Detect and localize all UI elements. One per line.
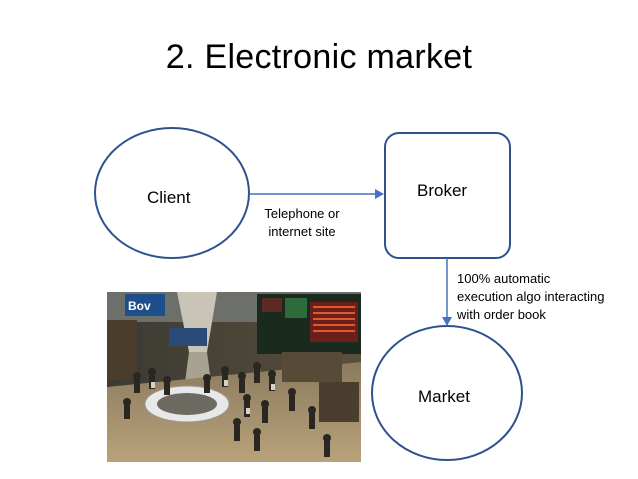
exchange-sign	[125, 294, 165, 316]
market-node	[371, 325, 523, 461]
exchange-sign-text: Bov	[128, 299, 151, 313]
edge-label-line: Telephone or	[264, 206, 340, 221]
edge-label-line: 100% automatic	[457, 271, 551, 286]
edge-label-line: internet site	[268, 224, 336, 239]
market-label: Market	[418, 387, 470, 406]
client-to-broker-label: Telephone or internet site	[252, 205, 352, 241]
edge-label-line: with order book	[457, 307, 546, 322]
trading-floor-photo: Bov	[107, 292, 361, 462]
slide-title: 2. Electronic market	[165, 38, 473, 76]
edge-label-line: execution algo interacting	[457, 289, 605, 304]
broker-to-market-label: 100% automatic execution algo interactin…	[457, 270, 632, 324]
broker-label: Broker	[417, 181, 468, 200]
trading-floor-illustration: Bov	[107, 292, 361, 462]
client-label: Client	[147, 188, 191, 207]
client-node	[94, 127, 250, 259]
